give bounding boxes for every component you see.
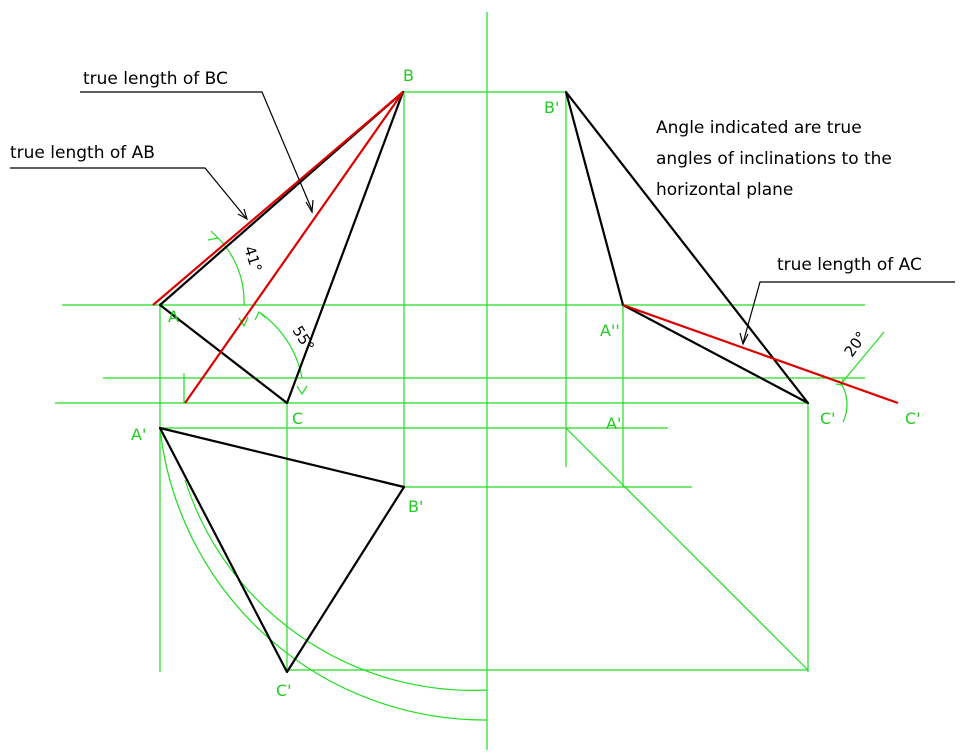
label-b-front: B	[403, 66, 414, 85]
leader-ab	[10, 167, 247, 219]
leader-ac-arrow	[739, 332, 749, 346]
angle-label-ac: 20°	[841, 328, 871, 360]
angle-arc-ac	[841, 384, 848, 423]
label-c-side-2: C'	[905, 409, 921, 428]
side-view-triangle-abc	[564, 90, 810, 405]
leader-ab-arrow	[237, 208, 248, 221]
true-length-bc-line	[184, 91, 404, 404]
arrow-bc-bottom	[296, 385, 308, 396]
leader-bc-arrow	[305, 199, 314, 214]
label-b-top: B'	[408, 497, 423, 516]
annotation-true-length-ac: true length of AC	[777, 255, 922, 275]
label-a-side-2: A'	[606, 414, 621, 433]
leader-lines	[10, 91, 955, 346]
top-view-triangle-abc	[158, 426, 406, 674]
angle-arc-ab	[217, 237, 245, 306]
true-length-ab-line	[152, 91, 404, 306]
front-view-triangle-abc	[158, 90, 405, 405]
annotation-true-length-ab: true length of AB	[10, 143, 155, 163]
angle-ext-ac	[839, 331, 885, 386]
label-a-side-1: A''	[600, 321, 620, 340]
note-line-1: Angle indicated are true	[656, 118, 862, 138]
object-lines	[158, 90, 810, 674]
point-labels: B A C A' B' C' B' A'' A' C' C'	[131, 66, 921, 700]
label-b-side: B'	[544, 98, 559, 117]
annotations: true length of BC true length of AB true…	[10, 69, 922, 360]
true-length-lines	[152, 91, 899, 405]
arrow-ab-top	[207, 230, 220, 241]
annotation-true-length-bc: true length of BC	[83, 69, 228, 89]
label-a-top: A'	[131, 425, 146, 444]
label-a-front: A	[168, 307, 179, 326]
arrow-ab-bottom	[238, 316, 249, 328]
arrow-ac-top	[835, 378, 844, 386]
rotation-arc-outer	[159, 427, 488, 721]
angle-arc-bc	[258, 311, 303, 379]
note-line-2: angles of inclinations to the	[656, 149, 892, 169]
label-c-top: C'	[276, 681, 292, 700]
label-c-front: C	[292, 409, 303, 428]
leader-ac	[742, 281, 955, 344]
label-c-side-1: C'	[820, 409, 836, 428]
angle-label-ab: 41°	[240, 244, 265, 275]
true-length-ac-line	[622, 303, 899, 405]
leader-bc	[80, 91, 313, 211]
mitre-line	[565, 427, 809, 671]
rotation-arc-inner	[184, 479, 488, 691]
note-line-3: horizontal plane	[656, 180, 793, 200]
arrow-bc-top	[254, 311, 267, 321]
construction-lines	[55, 12, 885, 750]
